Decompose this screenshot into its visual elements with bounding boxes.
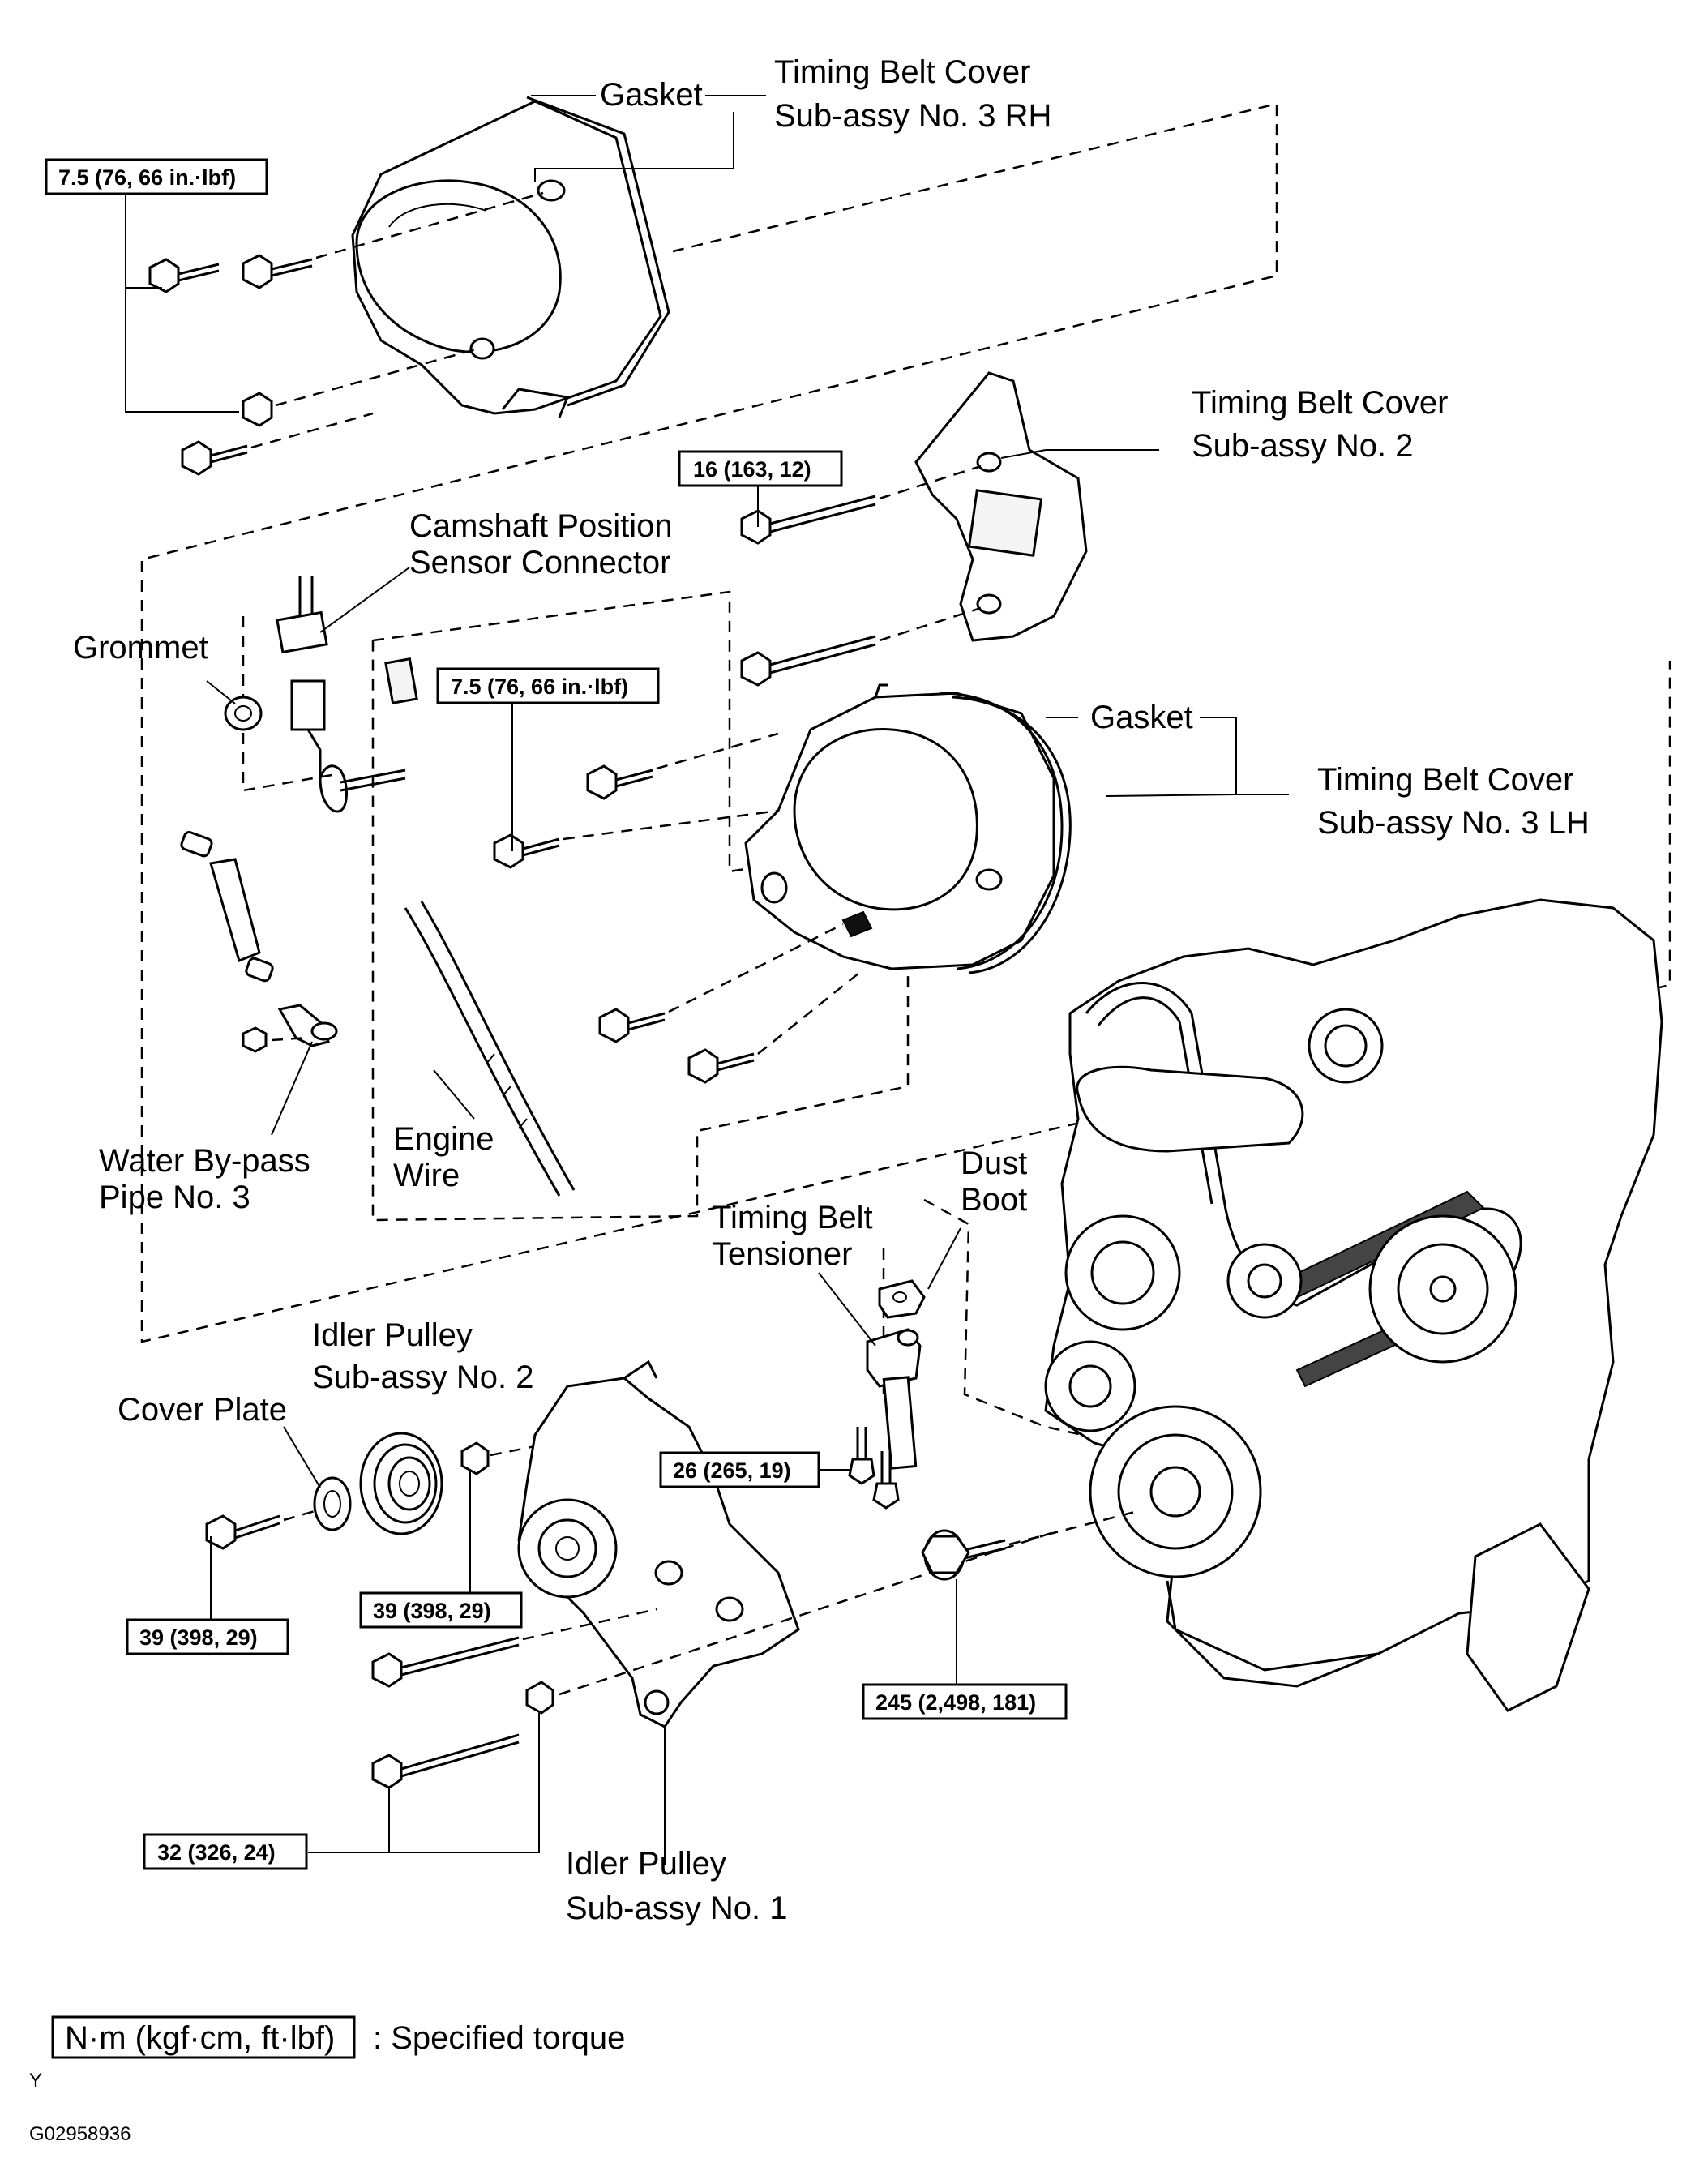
- label-tbc-no2-line1: Timing Belt Cover: [1192, 385, 1448, 421]
- figure-id: G02958936: [29, 2123, 131, 2145]
- torque-box-39-mid: 39 (398, 29): [359, 1591, 523, 1629]
- label-idler2-line2: Sub-assy No. 2: [312, 1360, 533, 1395]
- torque-box-245: 245 (2,498, 181): [862, 1683, 1068, 1720]
- leader-lines: [125, 95, 1289, 1865]
- bolt-icon: [598, 1008, 666, 1043]
- svg-text:39 (398, 29): 39 (398, 29): [373, 1599, 491, 1623]
- label-idler1-line2: Sub-assy No. 1: [566, 1891, 787, 1926]
- svg-text:39 (398, 29): 39 (398, 29): [139, 1625, 258, 1650]
- svg-text:32 (326, 24): 32 (326, 24): [157, 1840, 276, 1865]
- svg-text:26 (265, 19): 26 (265, 19): [673, 1458, 791, 1483]
- engine-wire: [404, 901, 576, 1197]
- svg-text:7.5 (76, 66 in.·lbf): 7.5 (76, 66 in.·lbf): [451, 674, 628, 699]
- no2-cover-bolts: [740, 465, 982, 687]
- torque-box-39-left: 39 (398, 29): [126, 1618, 289, 1655]
- bolt-icon: [371, 1636, 520, 1688]
- timing-belt-cover-no3-lh: [744, 683, 1072, 974]
- bolt-icon: [687, 1048, 755, 1084]
- nut-icon: [242, 392, 273, 427]
- bolt-icon: [493, 833, 560, 869]
- label-tbc-no3-lh-line2: Sub-assy No. 3 LH: [1317, 805, 1590, 841]
- torque-box-7-5-mid: 7.5 (76, 66 in.·lbf): [436, 667, 660, 704]
- torque-box-26: 26 (265, 19): [659, 1451, 820, 1488]
- label-dust-boot-line2: Boot: [961, 1182, 1027, 1218]
- torque-boxes: 7.5 (76, 66 in.·lbf) 16 (163, 12) 7.5 (7…: [45, 158, 1068, 1870]
- label-idler1-line1: Idler Pulley: [566, 1846, 726, 1882]
- label-idler2-line1: Idler Pulley: [312, 1317, 473, 1353]
- bolt-icon: [148, 258, 220, 293]
- torque-box-16: 16 (163, 12): [678, 450, 843, 487]
- tensioner-bolts: [848, 1427, 900, 1510]
- idler1-bolts: [371, 1531, 1055, 1789]
- corner-mark: Y: [29, 2070, 42, 2092]
- bolt-icon: [371, 1733, 520, 1789]
- part-labels: Gasket Timing Belt Cover Sub-assy No. 3 …: [73, 54, 1590, 1926]
- svg-text:16 (163, 12): 16 (163, 12): [693, 457, 811, 482]
- label-gasket-mid: Gasket: [1090, 700, 1193, 735]
- svg-text:245 (2,498, 181): 245 (2,498, 181): [875, 1690, 1036, 1715]
- legend-text: : Specified torque: [373, 2020, 625, 2056]
- torque-box-32: 32 (326, 24): [143, 1833, 308, 1870]
- label-tbc-no3-rh-line2: Sub-assy No. 3 RH: [774, 98, 1051, 134]
- label-tbc-no3-rh-line1: Timing Belt Cover: [774, 54, 1030, 90]
- bolt-icon: [740, 635, 876, 687]
- torque-box-7-5-top: 7.5 (76, 66 in.·lbf): [45, 158, 268, 195]
- label-water-bypass-line1: Water By-pass: [99, 1143, 310, 1179]
- bolt-icon: [242, 254, 313, 289]
- bolt-icon: [872, 1451, 900, 1510]
- bolt-icon: [586, 764, 653, 800]
- timing-belt-cover-no3-rh: [351, 96, 670, 418]
- idler-pulley-no2: [359, 1432, 443, 1535]
- label-cam-sensor-line2: Sensor Connector: [409, 545, 670, 580]
- bolt-icon: [848, 1427, 875, 1485]
- label-grommet: Grommet: [73, 630, 208, 666]
- svg-text:7.5 (76, 66 in.·lbf): 7.5 (76, 66 in.·lbf): [58, 165, 236, 190]
- label-cam-sensor-line1: Camshaft Position: [409, 508, 673, 544]
- legend: N·m (kgf·cm, ft·lbf) : Specified torque …: [29, 2015, 625, 2145]
- timing-belt-tensioner: [866, 1328, 922, 1470]
- label-tbc-no2-line2: Sub-assy No. 2: [1192, 428, 1413, 464]
- legend-unit-box: N·m (kgf·cm, ft·lbf): [65, 2020, 335, 2056]
- label-tensioner-line1: Timing Belt: [712, 1200, 873, 1235]
- nut-icon: [460, 1441, 490, 1475]
- idler-pulley-no1: [517, 1360, 800, 1728]
- label-engine-wire-line1: Engine: [393, 1121, 494, 1157]
- bolt-icon: [740, 495, 876, 545]
- label-water-bypass-line2: Pipe No. 3: [99, 1180, 250, 1215]
- timing-belt-cover-no2: [914, 371, 1088, 642]
- label-cover-plate: Cover Plate: [118, 1392, 287, 1428]
- nut-icon: [525, 1681, 554, 1715]
- grommet: [224, 696, 263, 731]
- label-gasket-top: Gasket: [600, 77, 703, 113]
- label-dust-boot-line1: Dust: [961, 1146, 1027, 1181]
- water-bypass-pipe-no3: [180, 831, 338, 1053]
- rh-cover-bolts: [148, 191, 544, 476]
- dust-boot: [878, 1279, 926, 1319]
- bolt-icon: [205, 1514, 280, 1550]
- label-engine-wire-line2: Wire: [393, 1158, 460, 1193]
- engine-assembly: [1044, 898, 1663, 1712]
- bolt-icon: [181, 440, 248, 476]
- lh-cover-bolts: [493, 732, 860, 1084]
- label-tbc-no3-lh-line1: Timing Belt Cover: [1317, 762, 1573, 798]
- label-tensioner-line2: Tensioner: [712, 1236, 852, 1272]
- cover-plate: [313, 1476, 352, 1531]
- crankshaft-bolt: [921, 1510, 1136, 1581]
- camshaft-sensor-connector: [276, 576, 418, 813]
- idler-bolts: [205, 1441, 552, 1550]
